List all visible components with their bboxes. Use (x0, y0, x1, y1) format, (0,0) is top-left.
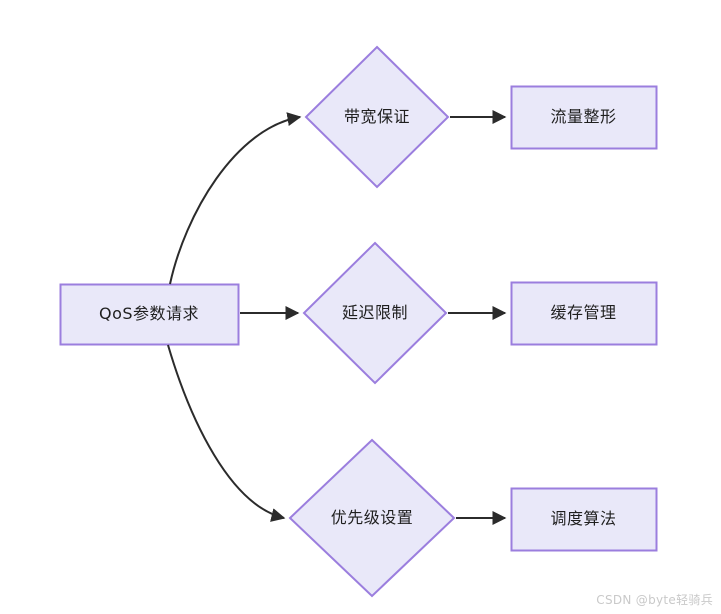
node-cache-management[interactable] (510, 281, 658, 346)
node-bandwidth-guarantee[interactable] (304, 45, 450, 189)
node-qos-request[interactable] (59, 283, 240, 346)
edge-qos-to-bandwidth (169, 112, 302, 285)
edge-qos-to-priority (167, 344, 286, 522)
node-scheduling-algorithm[interactable] (510, 487, 658, 552)
watermark-text: CSDN @byte轻骑兵 (596, 593, 713, 607)
node-priority-setting[interactable] (288, 438, 456, 598)
node-traffic-shaping[interactable] (510, 85, 658, 150)
node-latency-limit[interactable] (302, 241, 448, 385)
